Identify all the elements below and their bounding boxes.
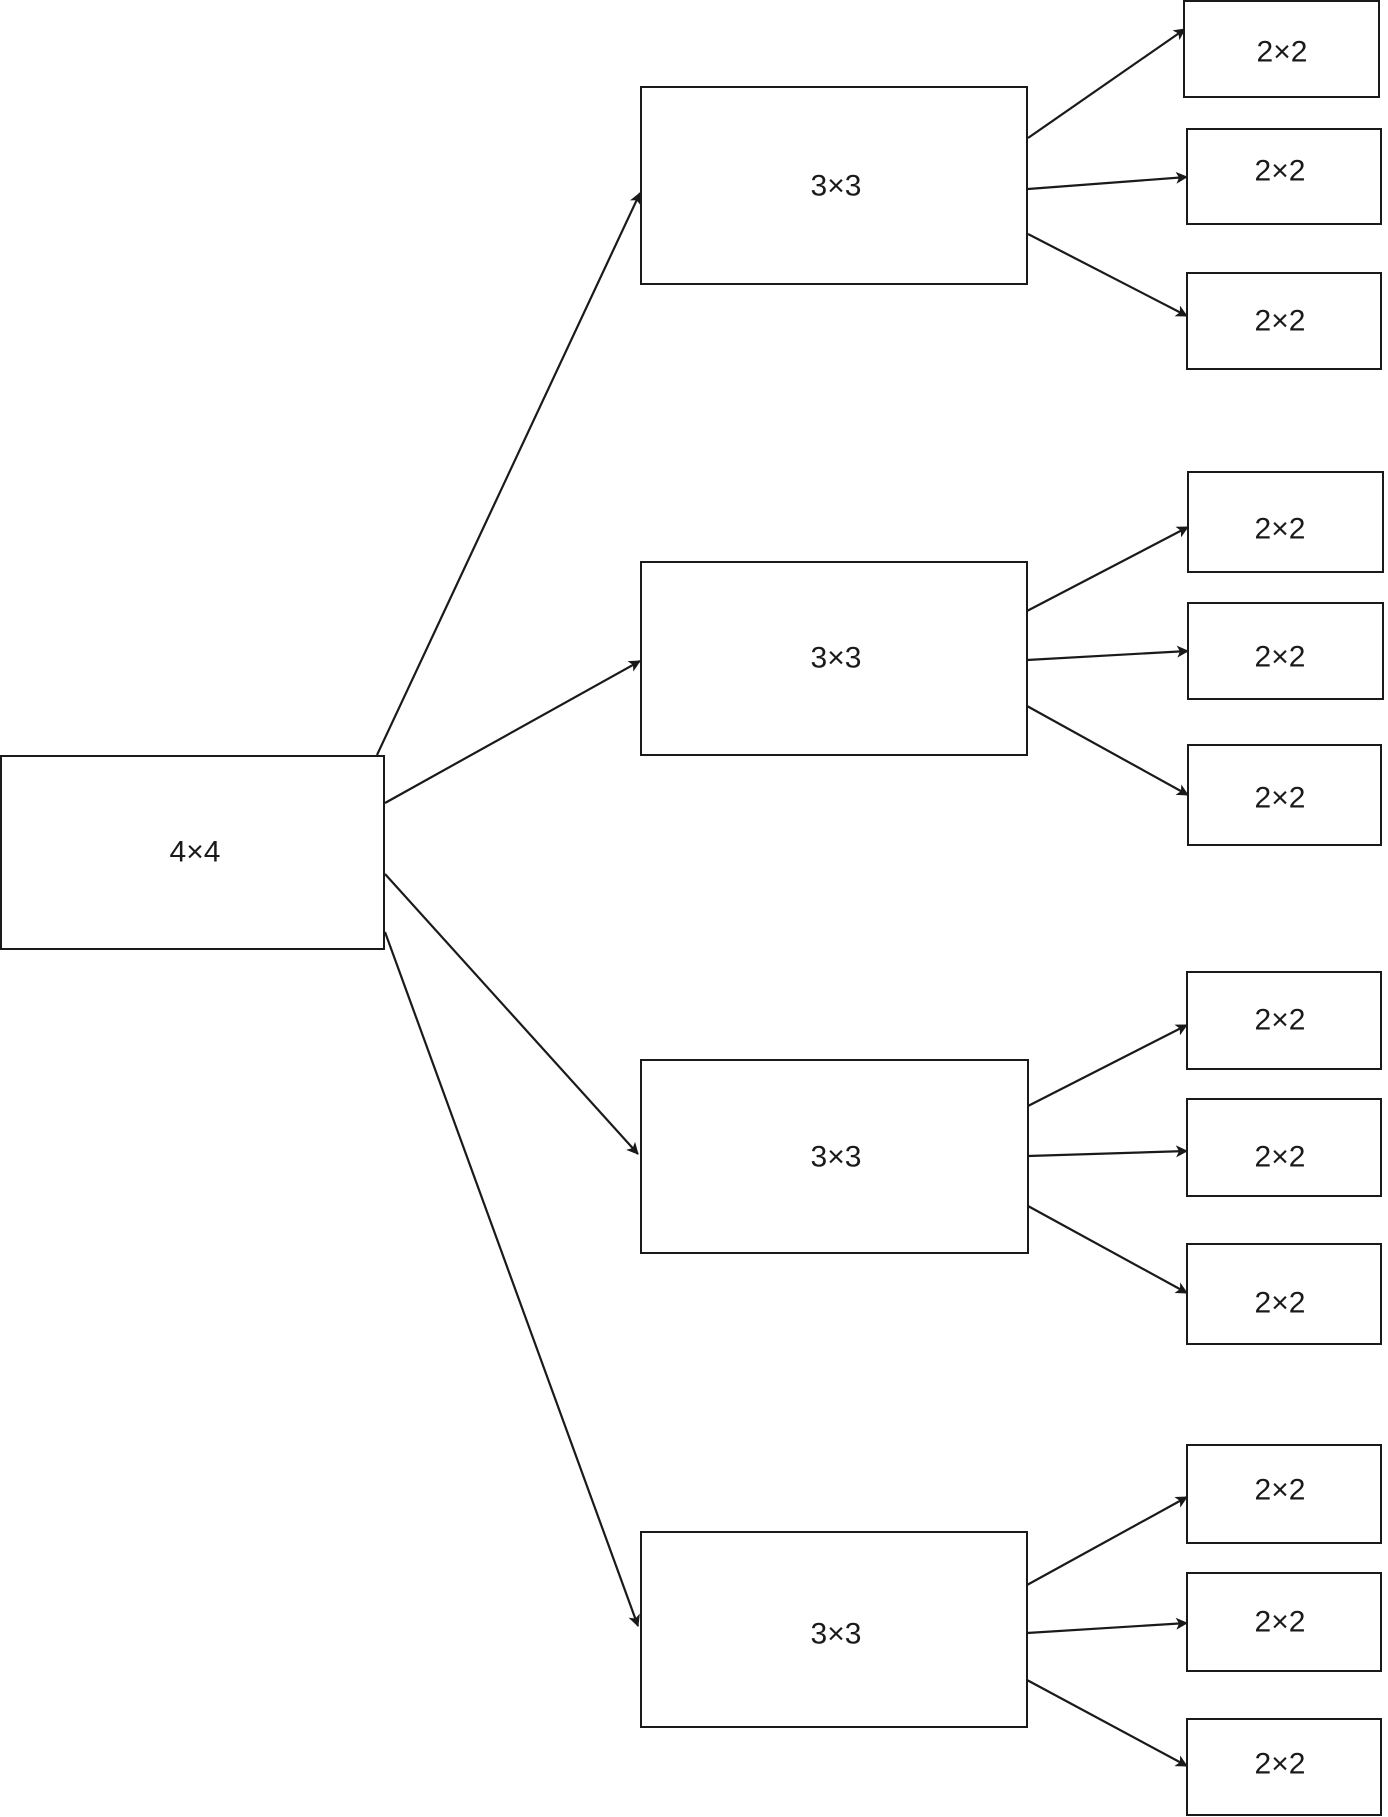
level1-node-2: 3×3 (640, 561, 1028, 756)
edge-node1-leaf1 (1027, 28, 1186, 139)
edge-node4-leaf3 (1026, 1679, 1188, 1767)
leaf-node-label: 2×2 (1255, 1141, 1306, 1174)
leaf-node: 2×2 (1186, 1718, 1382, 1816)
leaf-node: 2×2 (1186, 1243, 1382, 1345)
edge-node3-leaf1 (1027, 1024, 1188, 1107)
edge-node3-leaf2 (1027, 1145, 1188, 1158)
level1-node-label: 3×3 (811, 1618, 862, 1651)
leaf-node-label: 2×2 (1255, 513, 1306, 546)
leaf-node: 2×2 (1186, 1444, 1382, 1544)
leaf-node: 2×2 (1186, 128, 1382, 225)
level1-node-label: 3×3 (811, 170, 862, 203)
leaf-node: 2×2 (1186, 1572, 1382, 1672)
edge-root-node2 (384, 660, 641, 804)
leaf-edges (1026, 28, 1189, 1767)
leaf-node-label: 2×2 (1255, 1004, 1306, 1037)
edge-node1-leaf3 (1027, 233, 1188, 317)
leaf-node: 2×2 (1186, 1098, 1382, 1197)
leaf-node-label: 2×2 (1255, 641, 1306, 674)
edge-node2-leaf1 (1026, 526, 1189, 612)
level1-node-1: 3×3 (640, 86, 1028, 285)
leaf-node: 2×2 (1187, 602, 1384, 700)
leaf-node-label: 2×2 (1257, 36, 1308, 69)
edge-root-node3 (384, 873, 639, 1155)
edge-node3-leaf3 (1027, 1205, 1188, 1294)
edge-root-node4 (383, 931, 640, 1627)
edge-node2-leaf2 (1026, 645, 1189, 662)
leaf-node: 2×2 (1187, 471, 1384, 573)
edge-node1-leaf2 (1027, 171, 1188, 191)
level1-node-4: 3×3 (640, 1531, 1028, 1728)
edge-node2-leaf3 (1026, 705, 1189, 796)
level1-node-3: 3×3 (640, 1059, 1029, 1254)
root-edges (376, 192, 641, 1627)
level1-node-label: 3×3 (811, 1141, 862, 1174)
leaf-node: 2×2 (1183, 0, 1380, 98)
leaf-node: 2×2 (1186, 971, 1382, 1070)
root-node: 4×4 (0, 755, 385, 950)
root-node-label: 4×4 (170, 836, 221, 869)
edge-node4-leaf1 (1026, 1496, 1188, 1586)
leaf-node-label: 2×2 (1255, 1748, 1306, 1781)
edge-node4-leaf2 (1026, 1617, 1188, 1635)
leaf-node-label: 2×2 (1255, 782, 1306, 815)
edge-root-node1 (376, 192, 641, 756)
leaf-node-label: 2×2 (1255, 1606, 1306, 1639)
leaf-node-label: 2×2 (1255, 155, 1306, 188)
leaf-node-label: 2×2 (1255, 1287, 1306, 1320)
leaf-node-label: 2×2 (1255, 305, 1306, 338)
level1-node-label: 3×3 (811, 642, 862, 675)
leaf-node: 2×2 (1186, 272, 1382, 370)
leaf-node-label: 2×2 (1255, 1474, 1306, 1507)
leaf-node: 2×2 (1187, 744, 1382, 846)
